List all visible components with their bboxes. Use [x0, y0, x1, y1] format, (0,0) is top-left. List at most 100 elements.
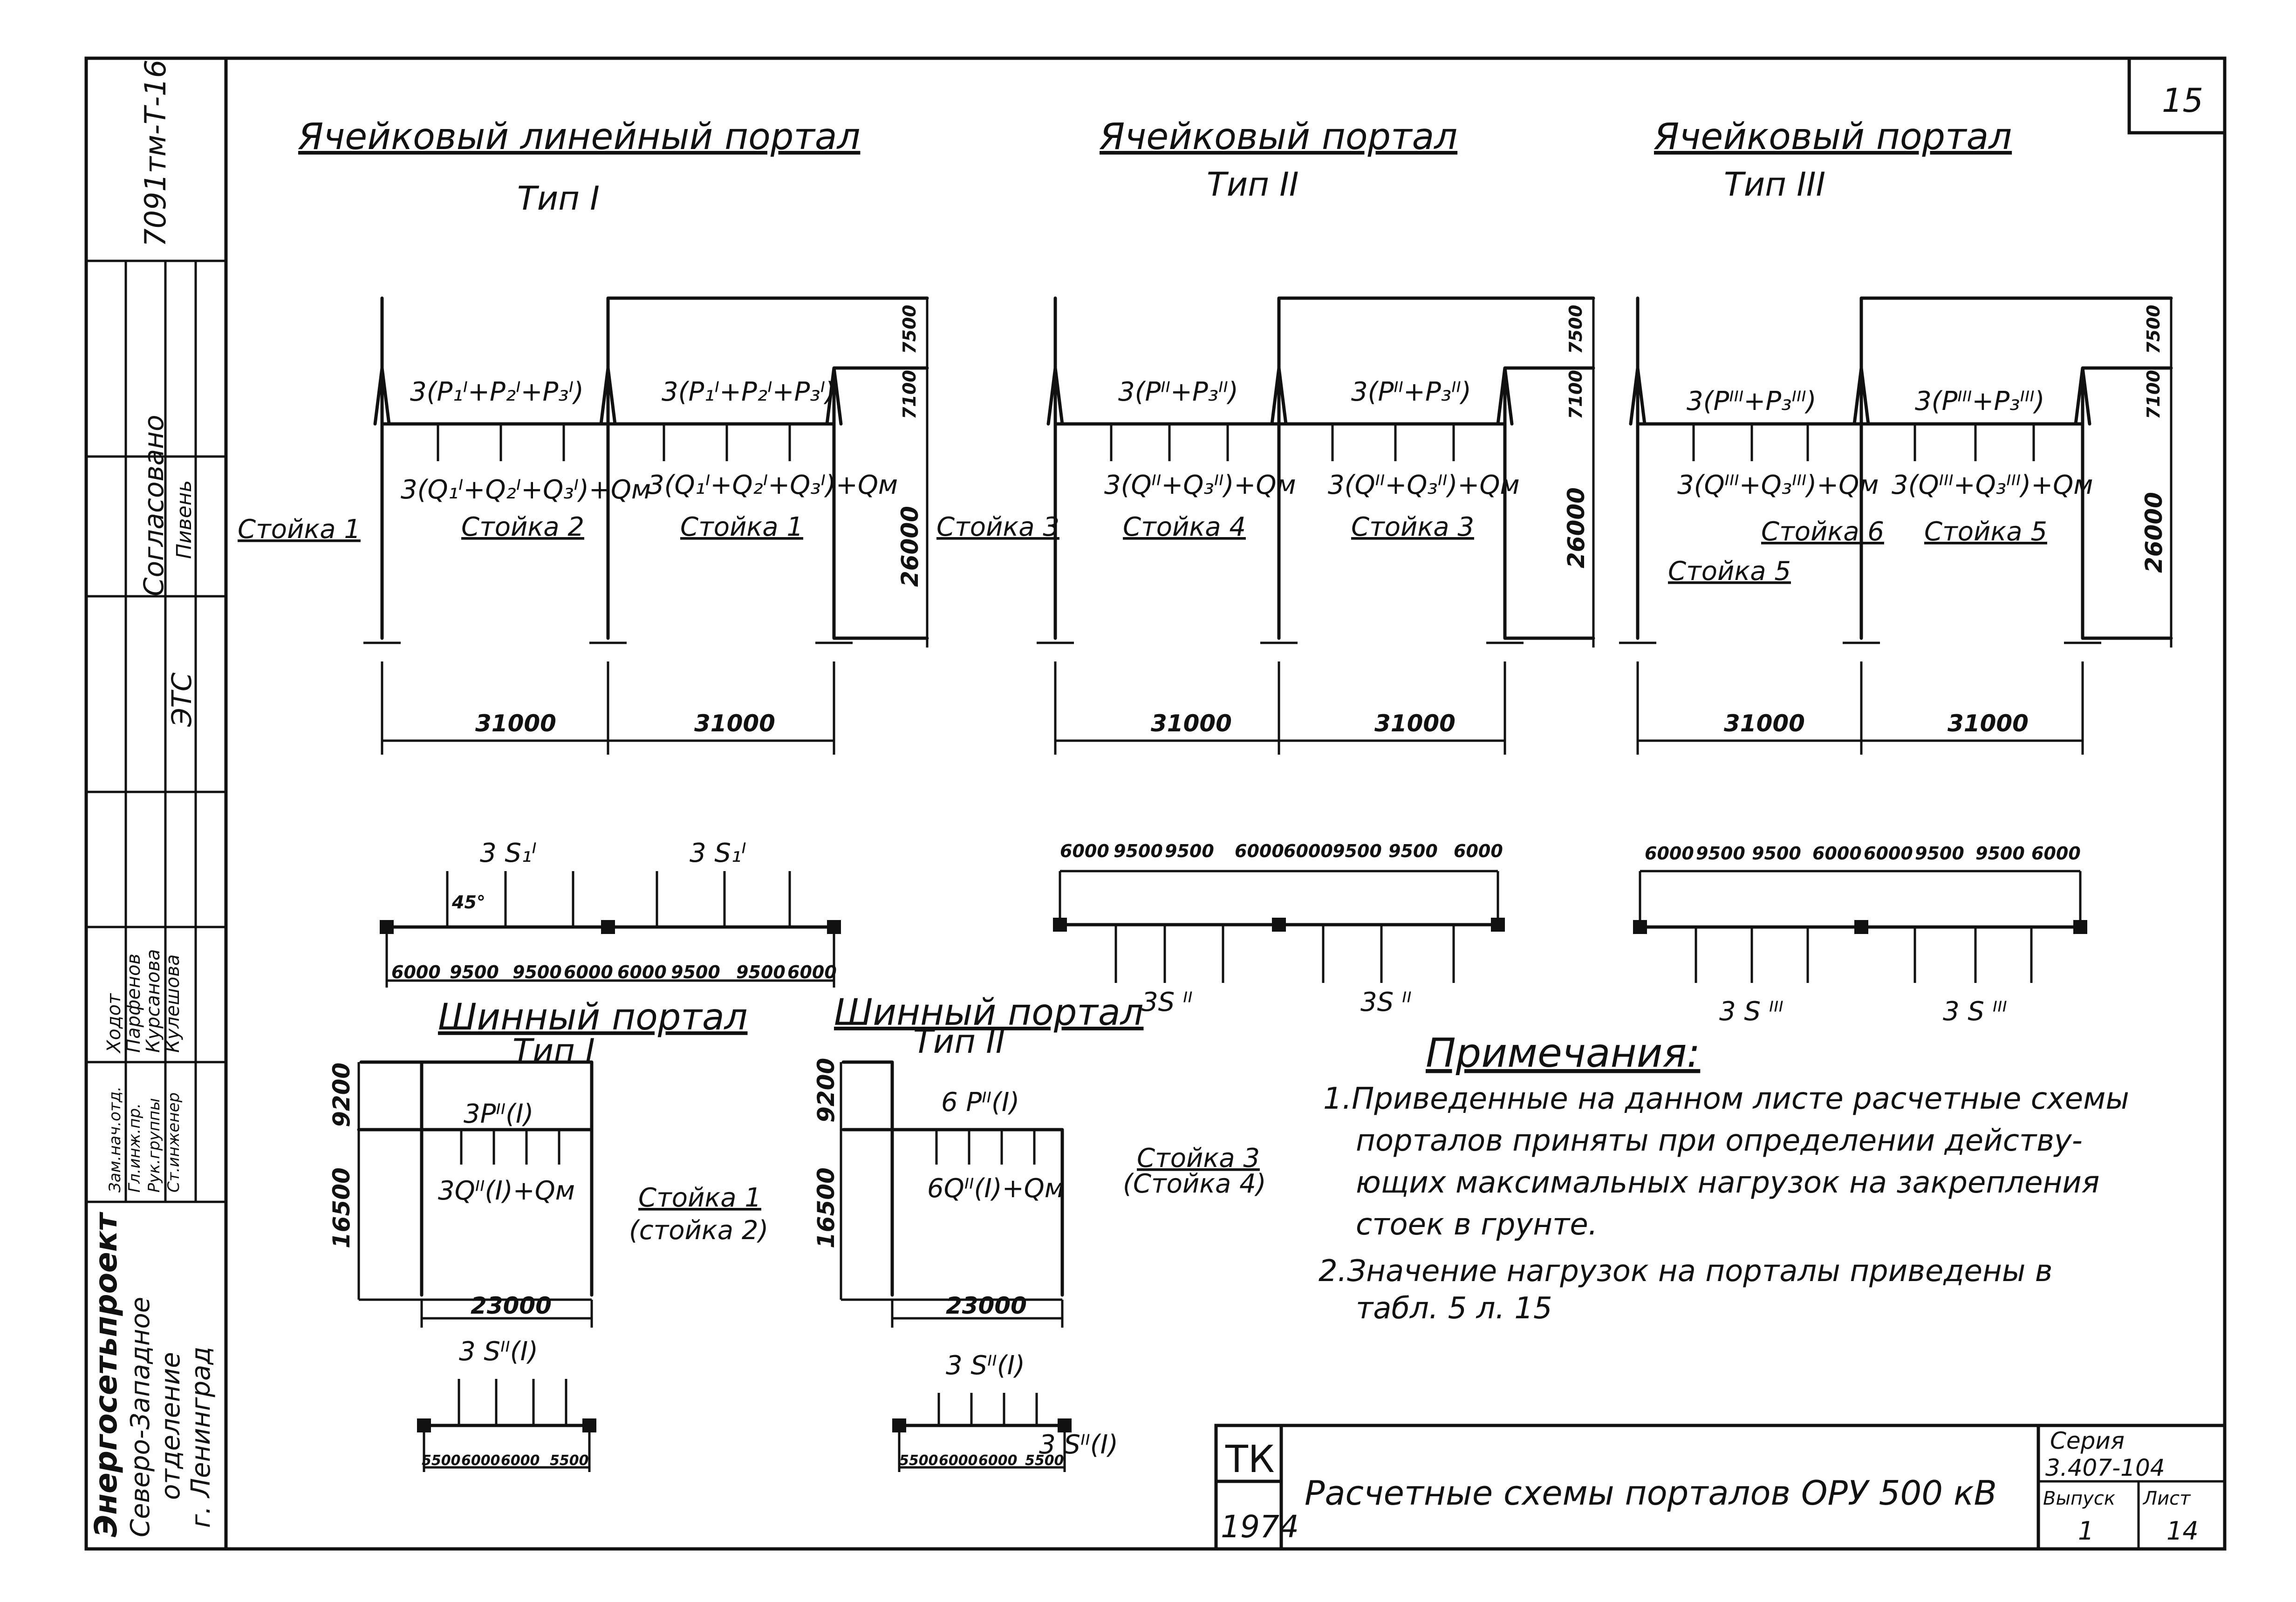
stamp-name-3: Курсанова	[143, 949, 164, 1053]
bus2-h1: 9200	[813, 1058, 840, 1123]
type1-seg-7: 6000	[787, 962, 837, 982]
bus2-title: Шинный портал	[834, 992, 1144, 1034]
type2-subtitle: Тип II	[1207, 165, 1299, 204]
bus2-h2: 16500	[813, 1167, 840, 1248]
bus2-seg-3: 5500	[1025, 1452, 1064, 1469]
type2-load-top-b: 3(Pᴵᴵ+P₃ᴵᴵ)	[1351, 377, 1471, 407]
bus1-h2: 16500	[328, 1167, 355, 1248]
type2-h1: 7500	[1565, 305, 1586, 354]
type2-title: Ячейковый портал	[1099, 116, 1457, 158]
type3-load-bot-a: 3(Qᴵᴵᴵ+Q₃ᴵᴵᴵ)+Qм	[1677, 470, 1879, 500]
type2-load-bot-b: 3(Qᴵᴵ+Q₃ᴵᴵ)+Qм	[1328, 470, 1520, 500]
type2-span-b: 31000	[1374, 710, 1456, 737]
stamp-code: 7091тм-Т-16	[138, 60, 172, 247]
title-issue: 1	[2078, 1516, 2094, 1546]
notes: Примечания: 1.Приведенные на данном лист…	[1319, 1030, 2129, 1326]
type3-post-left: Стойка 5	[1668, 556, 1791, 586]
type1-load-top-b: 3(P₁ᴵ+P₂ᴵ+P₃ᴵ)	[662, 377, 835, 407]
type1-seg-6: 9500	[736, 962, 786, 982]
type3-load-top-a: 3(Pᴵᴵᴵ+P₃ᴵᴵᴵ)	[1687, 386, 1817, 416]
type3-load-bot-b: 3(Qᴵᴵᴵ+Q₃ᴵᴵᴵ)+Qм	[1892, 470, 2093, 500]
bus2-post-alt: (Стойка 4)	[1123, 1169, 1266, 1199]
type3-seg-5: 9500	[1915, 843, 1964, 864]
type3-subtitle: Тип III	[1724, 165, 1825, 204]
title-series: 3.407-104	[2045, 1454, 2165, 1481]
stamp-role-4: Ст.инженер	[164, 1092, 183, 1193]
title-tk: ТК	[1225, 1438, 1275, 1481]
type1-seg-4: 6000	[617, 962, 667, 982]
type2-post-mid: Стойка 4	[1123, 512, 1246, 542]
stamp-role-2: Гл.инж.пр.	[125, 1103, 144, 1193]
type2-seg-1: 9500	[1114, 841, 1163, 861]
bus1-seg-0: 5500	[422, 1452, 461, 1469]
type2-post-right: Стойка 3	[1351, 512, 1474, 542]
notes-line-5: 2.Значение нагрузок на порталы приведены…	[1319, 1254, 2052, 1288]
type3-seg-1: 9500	[1696, 843, 1745, 864]
type1-seg-2: 9500	[512, 962, 562, 982]
type1-plan-b: 3 S₁ᴵ	[690, 838, 746, 868]
type3-title: Ячейковый портал	[1654, 116, 2012, 158]
page-number: 15	[2162, 82, 2203, 120]
type3-seg-0: 6000	[1645, 843, 1694, 864]
notes-line-6: табл. 5 л. 15	[1356, 1291, 1552, 1326]
stamp-role-1: Зам.нач.отд.	[106, 1086, 124, 1193]
type3-load-top-b: 3(Pᴵᴵᴵ+P₃ᴵᴵᴵ)	[1915, 386, 2045, 416]
type2-seg-7: 6000	[1454, 841, 1503, 861]
bus1-title: Шинный портал	[438, 996, 748, 1038]
bus2-plan-b: 3 Sᴵᴵ(I)	[1039, 1430, 1118, 1460]
type1-seg-3: 6000	[564, 962, 613, 982]
type3-span-a: 31000	[1724, 710, 1805, 737]
title-sheet-label: Лист	[2142, 1488, 2191, 1509]
bus1-span: 23000	[471, 1292, 552, 1319]
type2-seg-4: 6000	[1284, 841, 1333, 861]
type2-post-left: Стойка 3	[936, 512, 1059, 542]
bus1-h1: 9200	[328, 1063, 355, 1127]
stamp-org-2: Северо-Западное	[125, 1297, 156, 1537]
bus2-seg-1: 6000	[939, 1452, 978, 1469]
type2-seg-0: 6000	[1060, 841, 1109, 861]
portal-type1: Ячейковый линейный портал Тип I 7500 710…	[238, 116, 929, 988]
notes-heading: Примечания:	[1426, 1030, 1700, 1077]
stamp-org-1: Энергосетьпроект	[88, 1212, 124, 1537]
type3-h3: 26000	[2140, 492, 2167, 573]
bus2-post: Стойка 3	[1137, 1143, 1260, 1173]
type1-post-right: Стойка 1	[680, 512, 803, 542]
title-name: Расчетные схемы порталов ОРУ 500 кВ	[1305, 1473, 1997, 1513]
type3-seg-6: 9500	[1975, 843, 2025, 864]
type1-seg-1: 9500	[450, 962, 499, 982]
type3-seg-4: 6000	[1864, 843, 1913, 864]
type3-h2: 7100	[2143, 370, 2164, 419]
type3-seg-3: 6000	[1812, 843, 1862, 864]
stamp-org-4: г. Ленинград	[186, 1347, 216, 1528]
stamp-role-3: Рук.группы	[145, 1098, 164, 1193]
type1-title: Ячейковый линейный портал	[298, 116, 860, 158]
title-issue-label: Выпуск	[2043, 1488, 2115, 1509]
bus1-seg-1: 6000	[461, 1452, 500, 1469]
type3-post-mid: Стойка 6	[1761, 517, 1884, 547]
bus1-post: Стойка 1	[638, 1183, 761, 1213]
notes-line-1: 1.Приведенные на данном листе расчетные …	[1323, 1082, 2129, 1116]
type2-h2: 7100	[1565, 370, 1586, 419]
stamp-name-4: Кулешова	[162, 954, 184, 1053]
bus2-subtitle: Тип II	[913, 1023, 1005, 1061]
bus2-seg-0: 5500	[899, 1452, 938, 1469]
title-sheet: 14	[2166, 1516, 2199, 1546]
type2-seg-3: 6000	[1235, 841, 1284, 861]
type1-load-bot-a: 3(Q₁ᴵ+Q₂ᴵ+Q₃ᴵ)+Qм	[401, 475, 651, 505]
type1-post-mid: Стойка 2	[461, 512, 584, 542]
stamp-org-3: отделение	[156, 1352, 186, 1500]
bus1-plan: 3 Sᴵᴵ(I)	[459, 1336, 538, 1367]
bus2-plan: 3 Sᴵᴵ(I)	[946, 1350, 1025, 1381]
bus-portal-type1: Шинный портал Тип I 3Pᴵᴵ(I) 3Qᴵᴵ(I)+Qм С…	[328, 996, 768, 1472]
bus1-post-alt: (стойка 2)	[629, 1215, 768, 1246]
portal-type2: Ячейковый портал Тип II 7500 7100 26000 …	[936, 116, 1595, 1017]
type1-seg-5: 9500	[671, 962, 720, 982]
bus1-seg-2: 6000	[501, 1452, 540, 1469]
bus2-load-top: 6 Pᴵᴵ(I)	[941, 1087, 1019, 1118]
left-stamp-frame	[84, 56, 228, 1551]
bus1-seg-3: 5500	[550, 1452, 589, 1469]
type2-span-a: 31000	[1151, 710, 1232, 737]
type2-seg-2: 9500	[1165, 841, 1214, 861]
bus2-span: 23000	[946, 1292, 1027, 1319]
type1-h2: 7100	[899, 370, 920, 419]
